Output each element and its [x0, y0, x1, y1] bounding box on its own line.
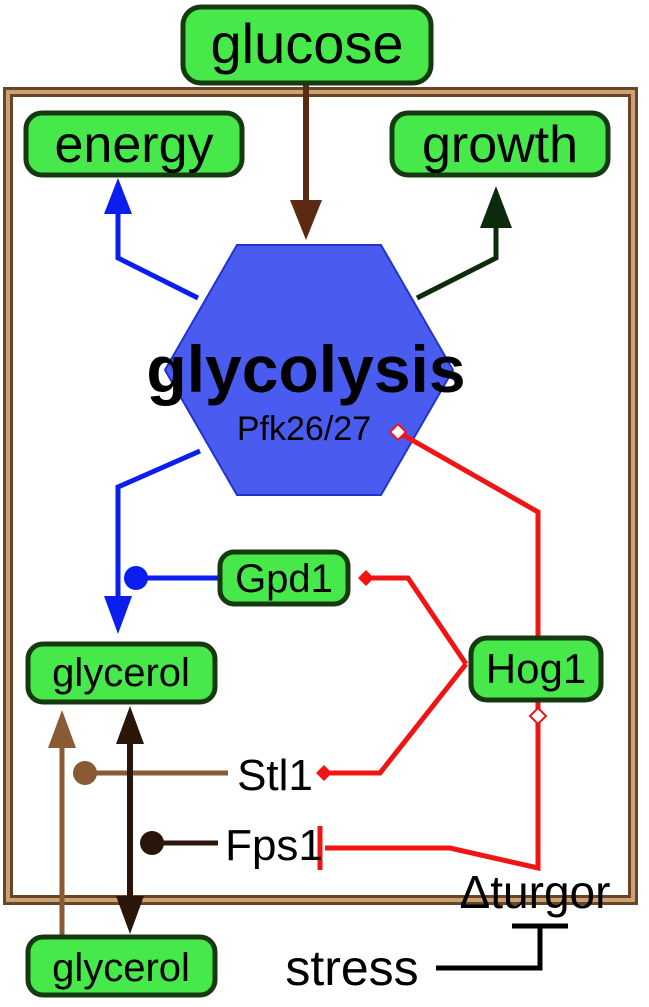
glycolysis-title: glycolysis: [146, 332, 465, 406]
node-glucose[interactable]: glucose: [180, 4, 434, 86]
node-gpd1[interactable]: Gpd1: [217, 549, 351, 607]
turgor-label: Δturgor: [460, 866, 611, 918]
stl1-label: Stl1: [237, 751, 313, 800]
glycerol-inside-label: glycerol: [52, 651, 190, 695]
stress-to-turgor-edge: [436, 923, 568, 971]
cell-wall: [3, 87, 638, 905]
node-hog1[interactable]: Hog1: [468, 635, 604, 703]
hog1-to-pfk-edge: [388, 422, 541, 636]
glycolysis-hexagon: [163, 244, 455, 496]
pfk-label: Pfk26/27: [237, 410, 371, 448]
turgor-to-hog1-fps1-edge: [317, 702, 548, 872]
glycolysis-to-glycerol-arrow: [104, 448, 202, 634]
node-growth[interactable]: growth: [389, 110, 611, 178]
gpd1-to-glycerol-edge: [124, 566, 218, 590]
fps1-label: Fps1: [225, 821, 323, 870]
node-energy[interactable]: energy: [23, 110, 245, 178]
hog1-to-stl1-edge: [316, 662, 468, 781]
growth-label: growth: [422, 116, 578, 174]
fps1-transport-edge: [116, 706, 218, 934]
glycerol-outside-label: glycerol: [52, 946, 190, 990]
node-glycerol-outside[interactable]: glycerol: [25, 934, 218, 998]
stl1-transport-edge: [48, 710, 228, 935]
node-glycerol-inside[interactable]: glycerol: [25, 641, 218, 705]
glycolysis-to-growth-arrow: [415, 186, 512, 301]
hog1-label: Hog1: [486, 645, 586, 692]
gpd1-label: Gpd1: [235, 557, 333, 601]
hog1-to-gpd1-edge: [358, 570, 469, 666]
glucose-to-glycolysis-arrow: [290, 78, 322, 240]
glucose-label: glucose: [210, 12, 403, 75]
glycolysis-to-energy-arrow: [104, 178, 200, 301]
energy-label: energy: [55, 116, 214, 174]
stress-label: stress: [285, 940, 418, 996]
